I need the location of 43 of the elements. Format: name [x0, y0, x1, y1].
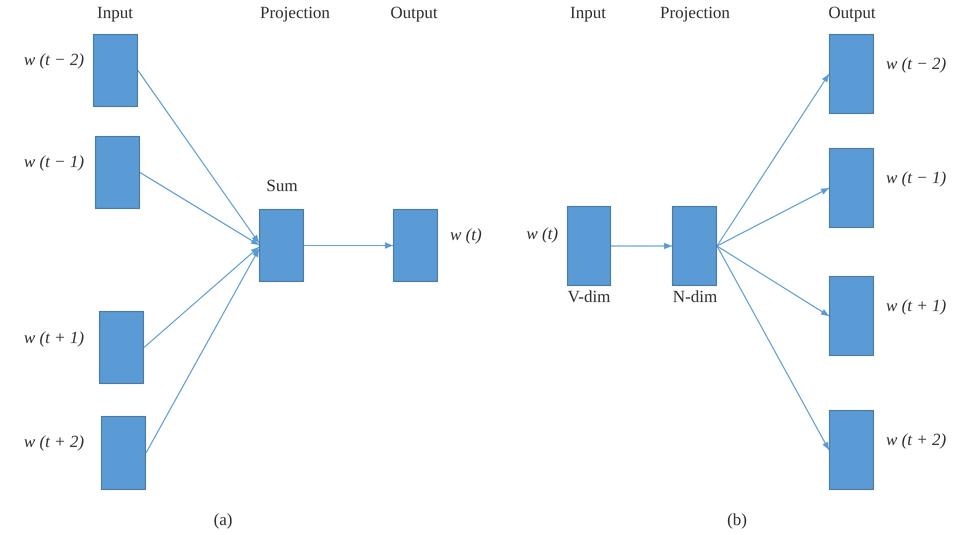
node-caption: w (t): [450, 225, 482, 245]
vector-box: [567, 206, 611, 286]
column-heading: Output: [828, 3, 876, 23]
arrow: [716, 74, 830, 246]
vector-box: [95, 136, 140, 209]
vector-box: [99, 311, 144, 384]
arrow: [611, 242, 672, 250]
column-heading: Input: [570, 3, 606, 23]
arrow: [140, 172, 260, 246]
arrow: [716, 246, 830, 450]
column-heading: Projection: [260, 3, 330, 23]
arrow: [138, 70, 260, 244]
vector-box: [829, 410, 874, 490]
column-heading: Input: [97, 3, 133, 23]
vector-box: [393, 209, 438, 282]
node-caption: w (t + 2): [886, 430, 946, 450]
node-caption: V-dim: [568, 287, 610, 307]
arrow: [716, 246, 830, 316]
column-heading: Projection: [660, 3, 730, 23]
arrow: [146, 248, 260, 454]
node-caption: w (t + 2): [24, 432, 84, 452]
panel-label: (a): [214, 510, 232, 530]
node-caption: N-dim: [672, 287, 718, 307]
node-caption: w (t − 1): [886, 168, 946, 188]
arrow: [716, 188, 830, 246]
vector-box: [93, 34, 138, 107]
vector-box: [829, 34, 874, 114]
node-caption: w (t + 1): [24, 328, 84, 348]
vector-box: [101, 416, 146, 490]
node-caption: w (t − 2): [886, 54, 946, 74]
vector-box: [829, 276, 874, 356]
vector-box: [829, 148, 874, 228]
node-caption: w (t + 1): [886, 296, 946, 316]
node-caption: w (t): [526, 224, 558, 244]
node-caption: Sum: [266, 176, 298, 196]
node-caption: w (t − 1): [24, 152, 84, 172]
vector-box: [672, 206, 717, 286]
arrow: [304, 242, 393, 249]
vector-box: [259, 209, 304, 282]
column-heading: Output: [390, 3, 438, 23]
panel-label: (b): [727, 510, 747, 530]
node-caption: w (t − 2): [24, 50, 84, 70]
arrow: [144, 246, 260, 348]
